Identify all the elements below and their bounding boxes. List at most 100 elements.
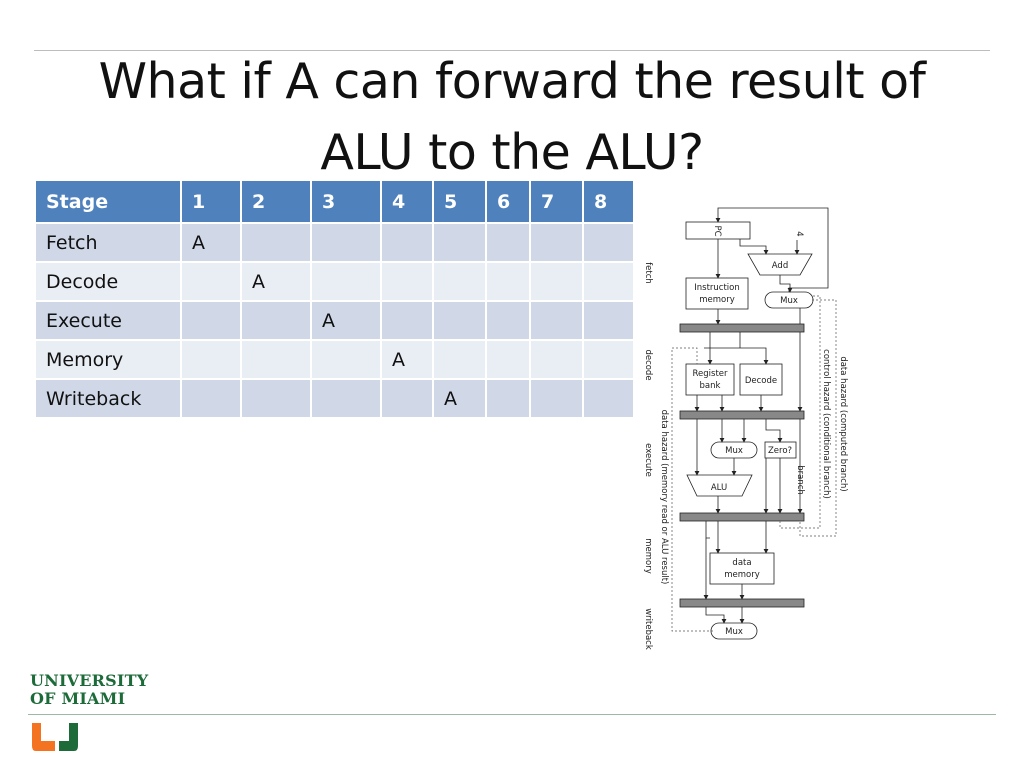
table-cell: [529, 300, 584, 341]
table-cell: [432, 222, 487, 263]
pipeline-register-mem-wb: [679, 598, 805, 608]
table-cell: [529, 378, 584, 419]
table-cell: [582, 300, 635, 341]
top-divider: [34, 50, 990, 51]
table-cell: [529, 339, 584, 380]
add-label: Add: [772, 261, 788, 271]
stage-label-writeback: writeback: [643, 608, 653, 650]
table-row: Writeback A: [34, 378, 635, 419]
header-cycle-5: 5: [432, 179, 487, 224]
table-cell: [310, 378, 382, 419]
branch-label: branch: [795, 465, 805, 495]
table-cell: [582, 378, 635, 419]
table-row: Memory A: [34, 339, 635, 380]
table-row: Execute A: [34, 300, 635, 341]
header-cycle-2: 2: [240, 179, 312, 224]
table-row: Decode A: [34, 261, 635, 302]
table-cell: [485, 222, 531, 263]
hazard-control-branch-label: control hazard (conditional branch): [821, 349, 831, 499]
table-cell: [529, 261, 584, 302]
decode-label: Decode: [745, 376, 777, 386]
title-line-1: What if A can forward the result of: [98, 53, 926, 110]
table-row: Fetch A: [34, 222, 635, 263]
row-stage-label: Fetch: [34, 222, 182, 263]
table-cell: [380, 261, 434, 302]
mux-execute-label: Mux: [725, 446, 743, 456]
table-cell: [432, 261, 487, 302]
register-bank-box: [685, 363, 735, 396]
table-cell: [432, 300, 487, 341]
instruction-memory-label-2: memory: [699, 295, 735, 305]
pipeline-register-if-id: [679, 323, 805, 333]
table-cell: [240, 300, 312, 341]
table-cell: [582, 222, 635, 263]
data-memory-label-1: data: [732, 558, 751, 568]
table-cell: [380, 378, 434, 419]
table-cell: [582, 339, 635, 380]
stage-label-execute: execute: [643, 443, 653, 477]
pipeline-table: Stage 1 2 3 4 5 6 7 8 Fetch A Decode A: [34, 179, 635, 419]
register-bank-label-2: bank: [700, 381, 721, 391]
hazard-memory-label: data hazard (memory read or ALU result): [659, 410, 669, 585]
table-cell: [485, 261, 531, 302]
pc-label: PC: [712, 225, 722, 236]
table-cell: [310, 222, 382, 263]
table-cell: [310, 339, 382, 380]
bottom-divider: [28, 714, 996, 715]
header-cycle-4: 4: [380, 179, 434, 224]
pipeline-register-ex-mem: [679, 512, 805, 522]
four-label: 4: [794, 231, 804, 236]
table-cell: [240, 222, 312, 263]
table-cell: [180, 378, 242, 419]
table-cell: [485, 300, 531, 341]
table-cell: [180, 339, 242, 380]
register-bank-label-1: Register: [693, 369, 729, 379]
table-cell: [240, 378, 312, 419]
row-stage-label: Writeback: [34, 378, 182, 419]
university-logo-line-2: OF MIAMI: [30, 689, 126, 708]
mux-fetch-label: Mux: [780, 296, 798, 306]
table-cell: [310, 261, 382, 302]
header-cycle-3: 3: [310, 179, 382, 224]
alu-shape: [686, 474, 753, 497]
header-cycle-7: 7: [529, 179, 584, 224]
table-cell: [240, 339, 312, 380]
pipeline-register-id-ex: [679, 410, 805, 420]
table-cell: [180, 300, 242, 341]
mux-writeback-label: Mux: [725, 627, 743, 637]
title-line-2: ALU to the ALU?: [320, 124, 704, 181]
table-cell: A: [380, 339, 434, 380]
data-memory-label-2: memory: [724, 570, 760, 580]
header-cycle-6: 6: [485, 179, 531, 224]
university-logo-line-1: UNIVERSITY: [30, 671, 149, 690]
hazard-computed-branch-label: data hazard (computed branch): [838, 356, 848, 491]
slide-title: What if A can forward the result of ALU …: [40, 46, 984, 188]
adder-shape: [747, 253, 813, 276]
row-stage-label: Memory: [34, 339, 182, 380]
header-cycle-8: 8: [582, 179, 635, 224]
data-memory-box: [709, 552, 775, 585]
zero-label: Zero?: [768, 446, 792, 456]
instruction-memory-label-1: Instruction: [694, 283, 740, 293]
table-cell: A: [180, 222, 242, 263]
split-u-logo-icon: [32, 723, 78, 751]
alu-label: ALU: [711, 483, 727, 493]
table-cell: [485, 339, 531, 380]
table-cell: A: [310, 300, 382, 341]
table-cell: [180, 261, 242, 302]
table-cell: [582, 261, 635, 302]
stage-label-memory: memory: [643, 538, 653, 574]
table-cell: A: [432, 378, 487, 419]
pipeline-datapath-diagram: PC 4 Add Instruction memory Mux Register…: [643, 207, 848, 650]
table-cell: [432, 339, 487, 380]
stage-label-decode: decode: [643, 349, 653, 380]
table-header-row: Stage 1 2 3 4 5 6 7 8: [34, 179, 635, 224]
table-cell: [380, 222, 434, 263]
header-stage: Stage: [34, 179, 182, 224]
row-stage-label: Execute: [34, 300, 182, 341]
table-cell: [485, 378, 531, 419]
table-cell: A: [240, 261, 312, 302]
table-cell: [529, 222, 584, 263]
row-stage-label: Decode: [34, 261, 182, 302]
header-cycle-1: 1: [180, 179, 242, 224]
